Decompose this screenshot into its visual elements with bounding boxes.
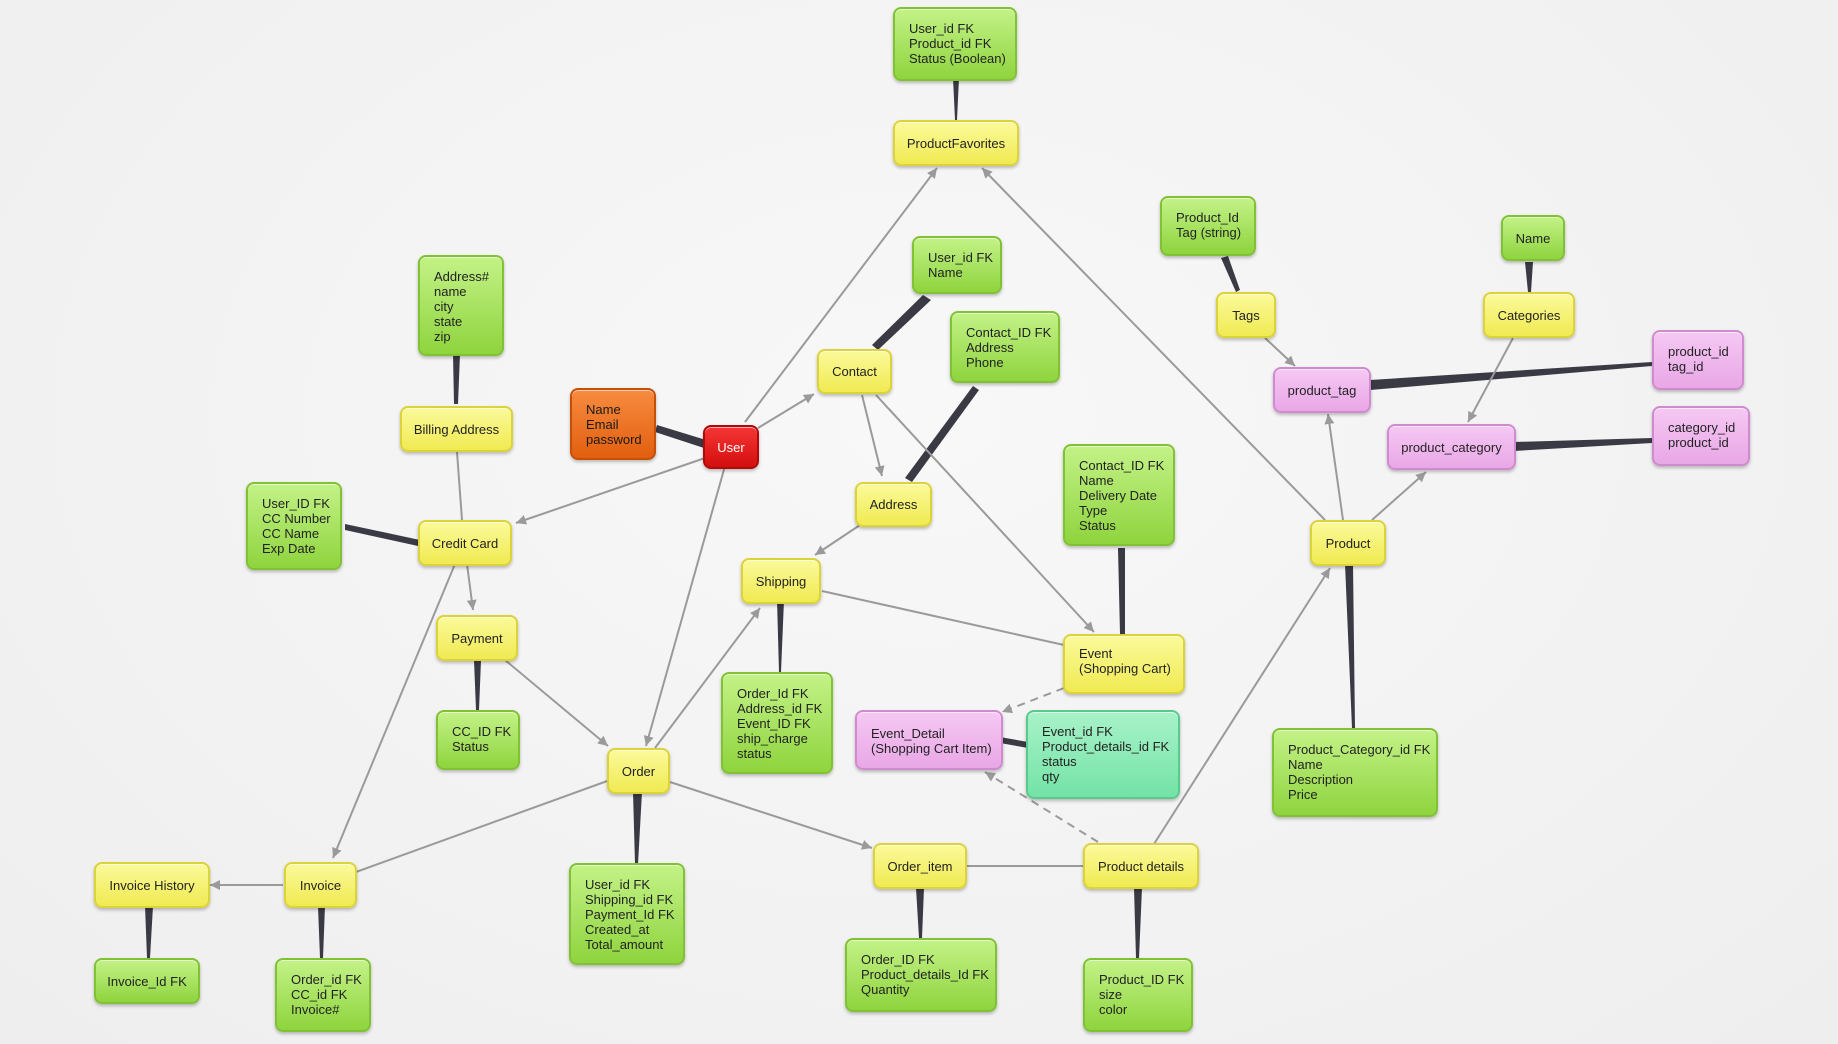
- contact-node[interactable]: Contact: [817, 349, 892, 394]
- relation-arrows: [210, 167, 1514, 890]
- arrow-creditcard-invoice: [332, 563, 456, 859]
- link-product-fields: [1345, 564, 1355, 728]
- product-category-node[interactable]: product_category: [1387, 424, 1516, 470]
- link-shipping-fields: [777, 600, 784, 672]
- arrow-contact-event: [875, 394, 1095, 633]
- contact-fields[interactable]: Contact_ID FK Address Phone: [950, 311, 1060, 383]
- product-details-fields[interactable]: Product_ID FK size color: [1083, 958, 1193, 1032]
- arrow-user-contact: [757, 393, 815, 429]
- link-creditcard-fields: [345, 524, 420, 546]
- invoice-history-fields[interactable]: Invoice_Id FK: [94, 958, 200, 1004]
- arrow-payment-order: [504, 659, 609, 747]
- shipping-fields[interactable]: Order_Id FK Address_id FK Event_ID FK sh…: [721, 672, 833, 774]
- arrow-order-orderitem: [669, 781, 873, 850]
- link-contact-userfields: [872, 295, 931, 350]
- link-order-fields: [633, 792, 642, 864]
- link-producttag-fields: [1370, 362, 1652, 390]
- invoice-fields[interactable]: Order_id FK CC_id FK Invoice#: [275, 958, 371, 1032]
- arrow-product-favorites: [981, 167, 1326, 521]
- arrow-tags-producttag: [1264, 337, 1296, 367]
- link-event-fields: [1118, 548, 1125, 634]
- arrow-product-productcategory: [1371, 471, 1427, 521]
- edge-order-invoice: [355, 779, 611, 873]
- user-fields[interactable]: Name Email password: [570, 388, 656, 460]
- link-invoice-fields: [318, 906, 325, 958]
- billing-address-node[interactable]: Billing Address: [400, 406, 513, 452]
- order-item-node[interactable]: Order_item: [873, 843, 967, 889]
- shipping-node[interactable]: Shipping: [741, 558, 821, 604]
- arrow-user-creditcard: [515, 457, 706, 525]
- arrow-event-eventdetail: [1001, 687, 1065, 714]
- link-user-fields: [655, 425, 706, 448]
- arrow-address-shipping: [814, 524, 861, 556]
- link-payment-fields: [474, 660, 481, 710]
- edge-billing-creditcard: [456, 451, 463, 521]
- product-node[interactable]: Product: [1310, 520, 1386, 566]
- link-address-contactfields: [905, 386, 979, 482]
- payment-fields[interactable]: CC_ID FK Status: [436, 710, 520, 770]
- event-detail-node[interactable]: Event_Detail (Shopping Cart Item): [855, 710, 1003, 770]
- product-category-fields[interactable]: category_id product_id: [1652, 406, 1750, 466]
- arrow-user-favorites: [744, 167, 938, 423]
- address-node[interactable]: Address: [855, 482, 932, 527]
- link-productcategory-fields: [1514, 438, 1652, 451]
- credit-card-fields[interactable]: User_ID FK CC Number CC Name Exp Date: [246, 482, 342, 570]
- product-favorites-node[interactable]: ProductFavorites: [893, 120, 1019, 166]
- product-tag-fields[interactable]: product_id tag_id: [1652, 330, 1744, 390]
- invoice-node[interactable]: Invoice: [284, 862, 357, 908]
- product-fields[interactable]: Product_Category_id FK Name Description …: [1272, 728, 1438, 817]
- categories-node[interactable]: Categories: [1483, 292, 1575, 338]
- link-favorites-fields: [953, 78, 959, 120]
- contact-user-fields[interactable]: User_id FK Name: [912, 236, 1002, 294]
- payment-node[interactable]: Payment: [436, 615, 518, 661]
- arrow-contact-address: [861, 394, 885, 477]
- arrow-productdetails-product: [1153, 567, 1331, 845]
- event-node[interactable]: Event (Shopping Cart): [1063, 634, 1185, 694]
- invoice-history-node[interactable]: Invoice History: [94, 862, 210, 908]
- arrow-product-producttag: [1324, 413, 1344, 521]
- edge-shipping-event: [821, 590, 1065, 646]
- link-categories-name: [1525, 262, 1533, 292]
- arrow-user-order: [643, 465, 726, 747]
- user-node[interactable]: User: [703, 425, 759, 469]
- order-node[interactable]: Order: [607, 748, 670, 794]
- event-detail-fields[interactable]: Event_id FK Product_details_id FK status…: [1026, 710, 1180, 799]
- link-billing-fields: [453, 354, 460, 404]
- order-item-fields[interactable]: Order_ID FK Product_details_Id FK Quanti…: [845, 938, 997, 1012]
- link-invoicehistory-fields: [145, 906, 153, 958]
- address-fields[interactable]: Address# name city state zip: [418, 255, 504, 356]
- link-tags-fields: [1221, 256, 1240, 292]
- link-orderitem-fields: [916, 888, 924, 938]
- link-eventdetail-fields: [1000, 737, 1028, 748]
- credit-card-node[interactable]: Credit Card: [418, 520, 512, 566]
- order-fields[interactable]: User_id FK Shipping_id FK Payment_Id FK …: [569, 863, 685, 965]
- product-details-node[interactable]: Product details: [1083, 843, 1199, 889]
- product-tag-node[interactable]: product_tag: [1273, 367, 1371, 413]
- arrow-order-shipping: [654, 607, 761, 749]
- tags-fields[interactable]: Product_Id Tag (string): [1160, 196, 1256, 256]
- arrow-categories-productcategory: [1467, 337, 1514, 423]
- event-fields[interactable]: Contact_ID FK Name Delivery Date Type St…: [1063, 444, 1175, 546]
- category-name-field[interactable]: Name: [1501, 215, 1565, 261]
- attribute-links: [145, 78, 1652, 958]
- tags-node[interactable]: Tags: [1216, 292, 1276, 338]
- product-favorites-fields[interactable]: User_id FK Product_id FK Status (Boolean…: [893, 7, 1017, 81]
- link-productdetails-fields: [1134, 888, 1142, 958]
- arrow-creditcard-payment: [466, 563, 477, 611]
